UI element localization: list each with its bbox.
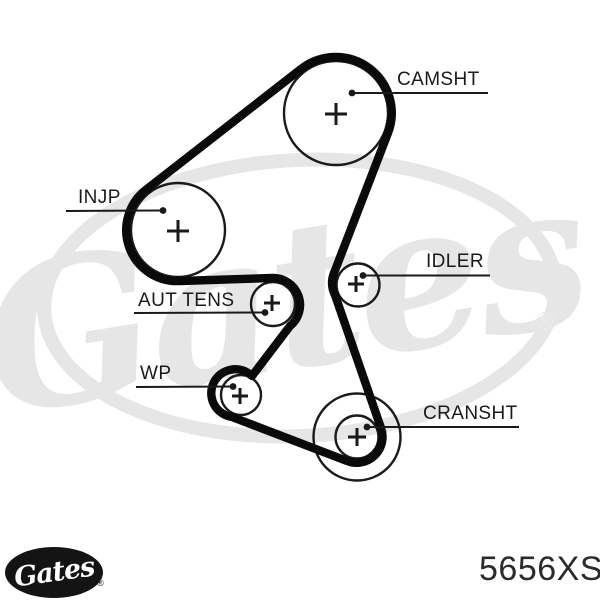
cransht-leader-dot — [363, 423, 371, 431]
label-aut-tens: AUT TENS — [138, 290, 235, 311]
camsht-leader-dot — [348, 89, 356, 97]
gates-logo-text: Gates — [12, 551, 96, 594]
part-number: 5656XS — [479, 550, 600, 588]
injp-plus-icon — [167, 220, 189, 242]
wp-leader-line — [135, 385, 234, 388]
wp-pulley — [219, 373, 263, 417]
watermark-ellipse — [37, 152, 563, 444]
idler-leader-dot — [359, 272, 367, 279]
label-cransht: CRANSHT — [423, 403, 518, 424]
idler-pulley — [335, 262, 381, 308]
aut-tens-leader-line — [133, 311, 266, 314]
label-injp: INJP — [78, 187, 121, 208]
aut-tens-plus-icon — [264, 295, 280, 311]
gates-registered-icon: ® — [97, 578, 104, 588]
label-wp: WP — [140, 363, 172, 384]
injp-leader-line — [65, 209, 164, 212]
gates-logo: Gates — [5, 547, 103, 598]
label-camsht: CAMSHT — [397, 69, 480, 90]
camsht-plus-icon — [325, 103, 347, 125]
idler-plus-icon — [348, 276, 364, 292]
wp-leader-dot — [229, 383, 237, 390]
watermark-registered-icon: ® — [536, 308, 554, 335]
cransht-plus-icon — [348, 428, 366, 446]
cransht-pulley-outer — [312, 392, 402, 482]
leader-dots — [159, 89, 371, 431]
leader-lines — [65, 92, 519, 428]
aut-tens-leader-dot — [261, 309, 269, 316]
injp-leader-dot — [159, 207, 167, 214]
wp-plus-icon — [232, 388, 248, 404]
pulley-center-marks — [167, 103, 366, 446]
timing-belt-path — [122, 52, 396, 467]
label-idler: IDLER — [426, 251, 484, 272]
